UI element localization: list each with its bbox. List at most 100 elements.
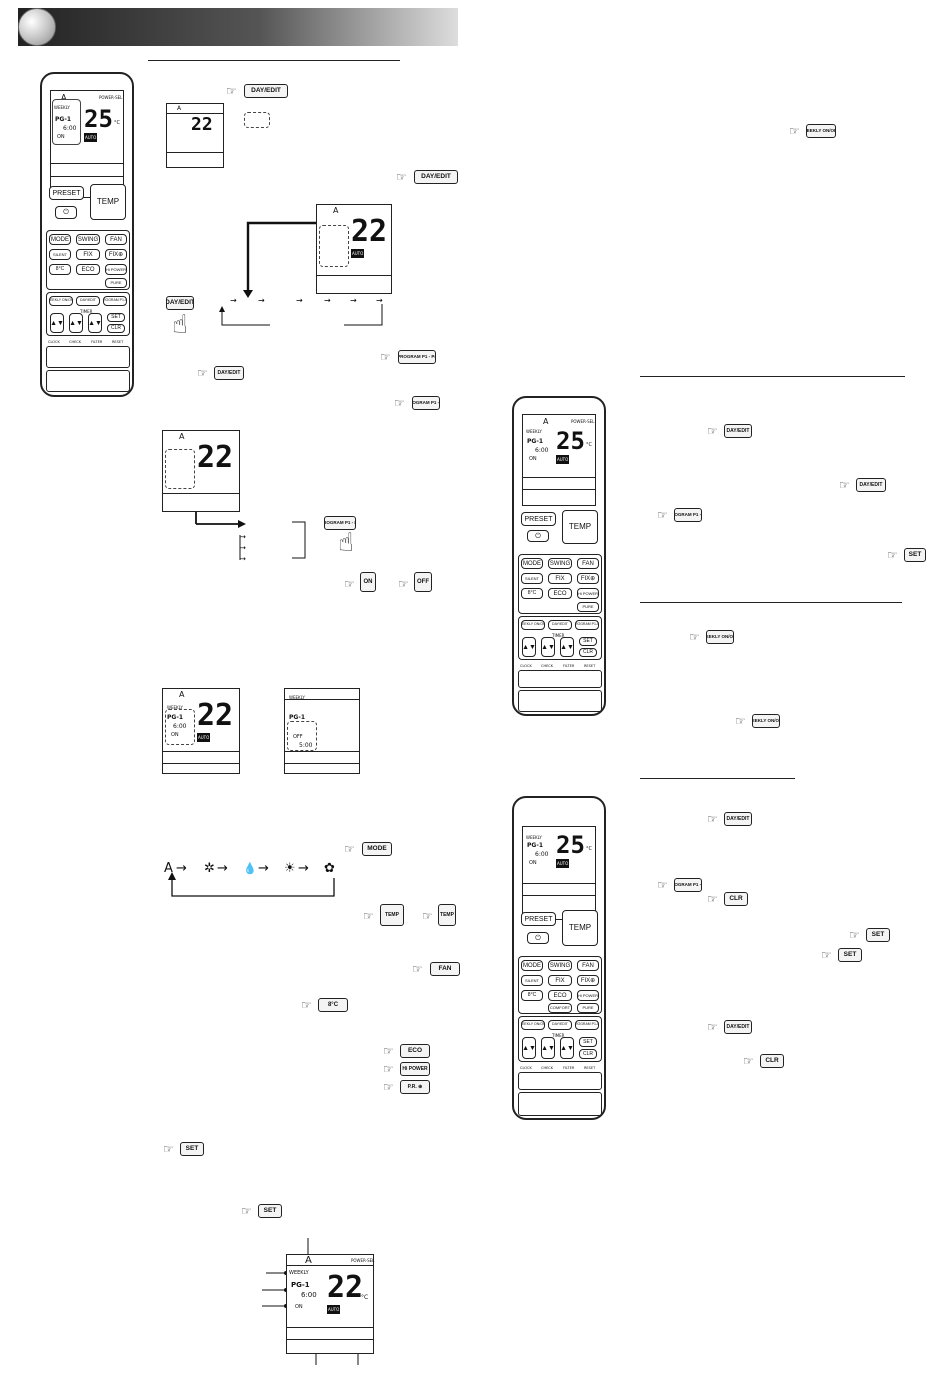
off-button-ref[interactable]: OFF	[414, 572, 432, 592]
silent-button[interactable]: SILENT	[49, 249, 71, 260]
hipower-button-ref[interactable]: Hi POWER	[400, 1062, 430, 1076]
mode-button[interactable]: MODE	[521, 960, 543, 971]
power-button[interactable]: ⏻	[55, 206, 77, 219]
timer-up-down-2[interactable]: ▲▼	[69, 313, 83, 333]
temp-button-ref-2[interactable]: TEMP	[438, 904, 456, 926]
pure-button-ref[interactable]: P.R. ⊕	[400, 1080, 430, 1094]
weekly-button-ref[interactable]: WEEKLY ON/OFF	[706, 630, 734, 644]
dayedit-button-ref[interactable]: DAY/EDIT	[856, 478, 886, 492]
pure-button[interactable]: PURE	[577, 602, 599, 612]
weekly-button-ref[interactable]: WEEKLY ON/OFF	[806, 124, 836, 138]
fan-button[interactable]: FAN	[577, 558, 599, 569]
pure-button[interactable]: PURE	[105, 278, 127, 288]
fix2-button[interactable]: FIX⊕	[105, 249, 127, 260]
clr-button-ref[interactable]: CLR	[724, 892, 748, 906]
clr-button[interactable]: CLR	[579, 648, 597, 657]
fan-button[interactable]: FAN	[577, 960, 599, 971]
hipower-button[interactable]: Hi POWER	[577, 588, 599, 599]
program-button-ref[interactable]: PROGRAM P1 - P4	[674, 508, 702, 522]
8c-button[interactable]: 8°C	[521, 990, 543, 1001]
eco-button-ref[interactable]: ECO	[400, 1044, 430, 1058]
program-button-ref[interactable]: PROGRAM P1 - P4	[398, 350, 436, 364]
set-button-ref[interactable]: SET	[838, 948, 862, 962]
preset-button[interactable]: PRESET	[521, 512, 556, 526]
set-button-ref[interactable]: SET	[258, 1204, 282, 1218]
on-button-ref[interactable]: ON	[360, 572, 376, 592]
timer-up-down-3[interactable]: ▲▼	[88, 313, 102, 333]
lcd-dashed-area	[287, 721, 317, 751]
pure-button[interactable]: PURE	[577, 1003, 599, 1013]
program-button[interactable]: PROGRAM P1-P4	[575, 620, 599, 630]
weekly-button[interactable]: WEEKLY ON/OFF	[521, 620, 545, 630]
dayedit-button-ref[interactable]: DAY/EDIT	[414, 170, 458, 184]
fix-button[interactable]: FIX	[548, 573, 572, 584]
comfort-button[interactable]: COMFORT	[548, 1003, 572, 1013]
mode-button-ref[interactable]: MODE	[362, 842, 392, 856]
mode-button[interactable]: MODE	[521, 558, 543, 569]
dayedit-button[interactable]: DAY/EDIT	[548, 1020, 572, 1030]
8c-button[interactable]: 8°C	[521, 588, 543, 599]
program-hand-button[interactable]: PROGRAM P1 - P4	[324, 516, 356, 530]
set-button[interactable]: SET	[579, 637, 597, 646]
set-button-ref[interactable]: SET	[904, 548, 926, 562]
fix-button[interactable]: FIX	[76, 249, 100, 260]
power-button[interactable]: ⏻	[527, 530, 549, 542]
dayedit-button-ref[interactable]: DAY/EDIT	[724, 1020, 752, 1034]
temp-button-ref[interactable]: TEMP	[380, 904, 404, 926]
set-button-ref[interactable]: SET	[180, 1142, 204, 1156]
fan-button[interactable]: FAN	[105, 234, 127, 245]
clr-button[interactable]: CLR	[107, 324, 125, 333]
program-button[interactable]: PROGRAM P1-P4	[103, 296, 127, 306]
hipower-button[interactable]: Hi POWER	[577, 990, 599, 1001]
timer-up-down-3[interactable]: ▲▼	[560, 637, 574, 657]
dayedit-button-ref[interactable]: DAY/EDIT	[724, 424, 752, 438]
eco-button[interactable]: ECO	[548, 588, 572, 599]
timer-up-down-3[interactable]: ▲▼	[560, 1037, 574, 1059]
weekly-button-ref[interactable]: WEEKLY ON/OFF	[752, 714, 780, 728]
silent-button[interactable]: SILENT	[521, 975, 543, 986]
fix2-button[interactable]: FIX⊕	[577, 573, 599, 584]
eco-button[interactable]: ECO	[548, 990, 572, 1001]
lcd-dashed-area	[165, 449, 195, 489]
clr-button[interactable]: CLR	[579, 1049, 597, 1059]
power-button[interactable]: ⏻	[527, 932, 549, 944]
set-button[interactable]: SET	[107, 313, 125, 322]
preset-button[interactable]: PRESET	[49, 186, 84, 200]
weekly-button[interactable]: WEEKLY ON/OFF	[521, 1020, 545, 1030]
set-button[interactable]: SET	[579, 1037, 597, 1047]
silent-button[interactable]: SILENT	[521, 573, 543, 584]
dayedit-button-ref[interactable]: DAY/EDIT	[724, 812, 752, 826]
timer-up-down-2[interactable]: ▲▼	[541, 637, 555, 657]
mode-button[interactable]: MODE	[49, 234, 71, 245]
dayedit-button[interactable]: DAY/EDIT	[76, 296, 100, 306]
fix-button[interactable]: FIX	[548, 975, 572, 986]
8c-button[interactable]: 8°C	[49, 264, 71, 275]
fan-button-ref[interactable]: FAN	[430, 962, 460, 976]
dayedit-hand-button[interactable]: DAY/EDIT	[166, 296, 194, 310]
temp-button[interactable]: TEMP	[562, 910, 598, 946]
swing-button[interactable]: SWING	[76, 234, 100, 245]
dayedit-button[interactable]: DAY/EDIT	[548, 620, 572, 630]
weekly-button[interactable]: WEEKLY ON/OFF	[49, 296, 73, 306]
clr-button-ref[interactable]: CLR	[760, 1054, 784, 1068]
swing-button[interactable]: SWING	[548, 960, 572, 971]
temp-button[interactable]: TEMP	[562, 510, 598, 544]
eco-button[interactable]: ECO	[76, 264, 100, 275]
8c-button-ref[interactable]: 8°C	[318, 998, 348, 1012]
preset-button[interactable]: PRESET	[521, 912, 556, 926]
program-button[interactable]: PROGRAM P1-P4	[575, 1020, 599, 1030]
set-button-ref[interactable]: SET	[866, 928, 890, 942]
fix2-button[interactable]: FIX⊕	[577, 975, 599, 986]
timer-up-down-2[interactable]: ▲▼	[541, 1037, 555, 1059]
hipower-button[interactable]: Hi POWER	[105, 264, 127, 275]
swing-button[interactable]: SWING	[548, 558, 572, 569]
dayedit-button-ref[interactable]: DAY/EDIT	[214, 366, 244, 380]
timer-up-down-1[interactable]: ▲▼	[522, 1037, 536, 1059]
temp-button[interactable]: TEMP	[90, 184, 126, 220]
timer-up-down-1[interactable]: ▲▼	[50, 313, 64, 333]
dayedit-button-ref[interactable]: DAY/EDIT	[244, 84, 288, 98]
timer-up-down-1[interactable]: ▲▼	[522, 637, 536, 657]
press-hand-icon: ☞	[412, 962, 423, 976]
program-button-ref[interactable]: PROGRAM P1 - P4	[674, 878, 702, 892]
program-button-ref[interactable]: PROGRAM P1 - P4	[412, 396, 440, 410]
